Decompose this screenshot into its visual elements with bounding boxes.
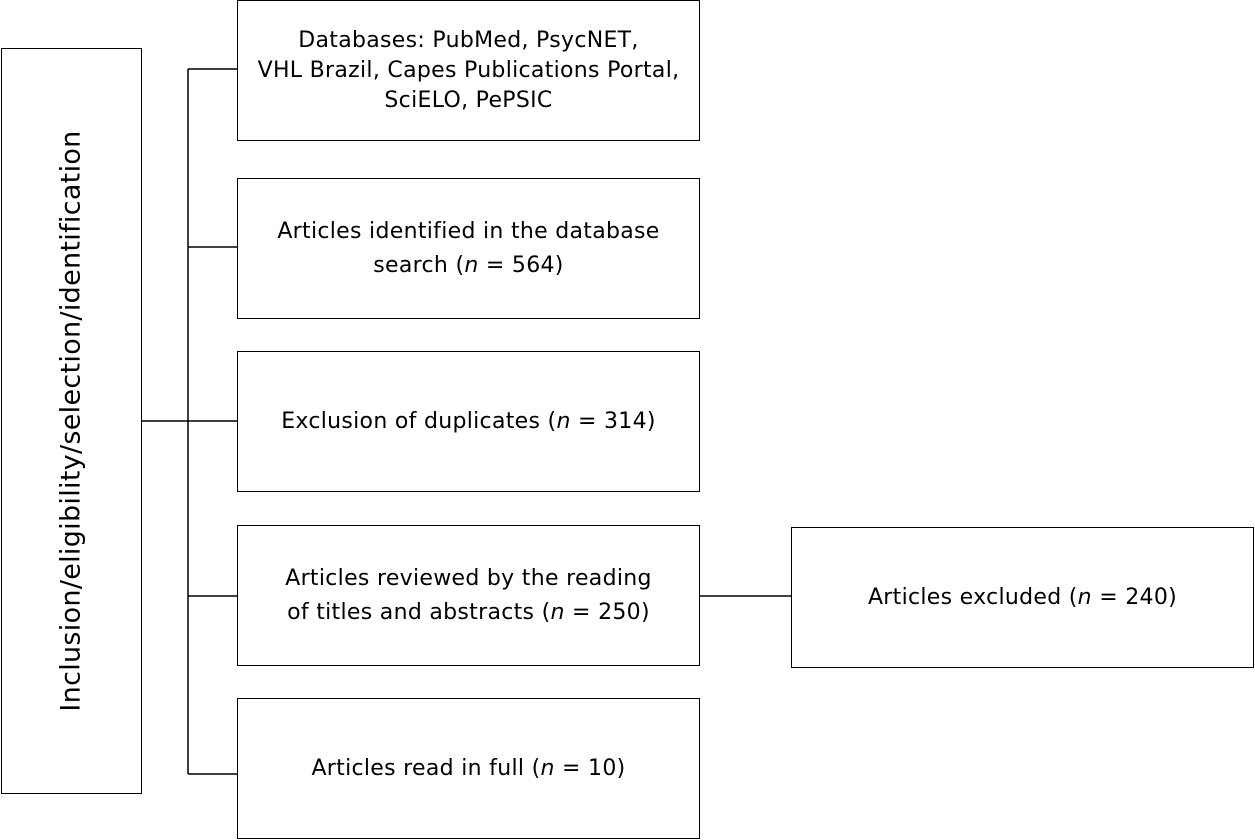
duplicates-box: Exclusion of duplicates (n = 314) — [237, 351, 700, 492]
identified-line-1: Articles identified in the database — [277, 218, 660, 244]
reviewed-articles-box: Articles reviewed by the reading of titl… — [237, 525, 700, 666]
identified-prefix: search ( — [373, 252, 465, 278]
reviewed-line-1: Articles reviewed by the reading — [285, 565, 652, 591]
excluded-n-symbol: n — [1077, 584, 1092, 610]
full-read-text: Articles read in full (n = 10) — [311, 752, 625, 786]
duplicates-text: Exclusion of duplicates (n = 314) — [281, 405, 656, 439]
identified-count: = 564) — [478, 252, 564, 278]
databases-text: Databases: PubMed, PsycNET, VHL Brazil, … — [258, 26, 680, 116]
excluded-prefix: Articles excluded ( — [867, 584, 1078, 610]
full-read-box: Articles read in full (n = 10) — [237, 698, 700, 839]
duplicates-prefix: Exclusion of duplicates ( — [281, 408, 557, 434]
excluded-articles-text: Articles excluded (n = 240) — [868, 581, 1177, 615]
duplicates-count: = 314) — [570, 408, 656, 434]
databases-line-2: VHL Brazil, Capes Publications Portal, — [257, 57, 680, 83]
reviewed-articles-text: Articles reviewed by the reading of titl… — [285, 562, 652, 630]
reviewed-prefix: of titles and abstracts ( — [287, 599, 551, 625]
excluded-count: = 240) — [1091, 584, 1178, 610]
full-read-prefix: Articles read in full ( — [311, 755, 541, 781]
reviewed-line-2: of titles and abstracts (n = 250) — [285, 596, 652, 630]
identified-n-symbol: n — [464, 252, 479, 278]
excluded-articles-box: Articles excluded (n = 240) — [791, 527, 1254, 668]
databases-box: Databases: PubMed, PsycNET, VHL Brazil, … — [237, 0, 700, 141]
reviewed-count: = 250) — [564, 599, 650, 625]
full-read-n-symbol: n — [540, 755, 555, 781]
databases-line-1: Databases: PubMed, PsycNET, — [298, 27, 639, 53]
full-read-count: = 10) — [554, 755, 626, 781]
identified-articles-box: Articles identified in the database sear… — [237, 178, 700, 319]
duplicates-n-symbol: n — [556, 408, 571, 434]
databases-line-3: SciELO, PePSIC — [384, 87, 553, 113]
stage-label: Inclusion/eligibility/selection/identifi… — [55, 130, 87, 712]
stage-label-box — [1, 48, 142, 794]
identified-line-2: search (n = 564) — [277, 249, 659, 283]
identified-articles-text: Articles identified in the database sear… — [277, 215, 659, 283]
reviewed-n-symbol: n — [550, 599, 565, 625]
